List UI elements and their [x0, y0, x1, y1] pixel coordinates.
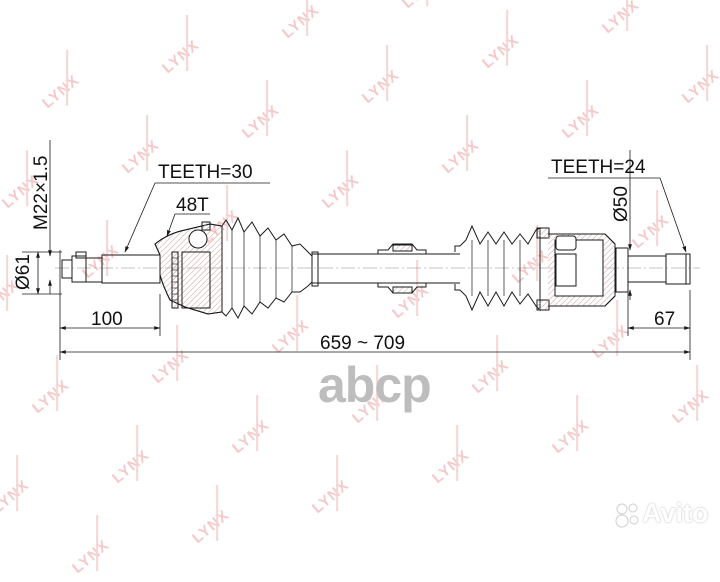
inner-length-dimension: 67 — [654, 309, 676, 330]
avito-logo: Avito — [642, 498, 709, 528]
inner-stub — [627, 253, 691, 285]
outer-cv-joint — [154, 221, 223, 315]
inner-diameter-label: Ø50 — [611, 186, 632, 222]
lynx-watermark: LYNX — [69, 536, 113, 577]
total-length-dimension: 659 ~ 709 — [320, 333, 406, 354]
teeth-outer-label: TEETH=30 — [158, 162, 253, 183]
abs-ring — [171, 251, 179, 309]
drive-shaft-drawing — [22, 140, 700, 360]
inner-tripod-joint — [536, 227, 629, 311]
inner-boot — [454, 224, 541, 312]
outer-stub — [61, 251, 161, 284]
dimensions — [22, 140, 691, 360]
thread-label: M22×1.5 — [31, 155, 52, 230]
teeth-inner-label: TEETH=24 — [551, 157, 646, 178]
abcp-logo: abcp — [318, 357, 432, 413]
damper-weight — [377, 243, 427, 294]
shaft — [311, 251, 460, 287]
outer-length-dimension: 100 — [91, 309, 123, 330]
outer-diameter-label: Ø61 — [13, 254, 34, 290]
abs-teeth-label: 48T — [176, 195, 209, 216]
avito-dots-icon — [615, 503, 639, 528]
